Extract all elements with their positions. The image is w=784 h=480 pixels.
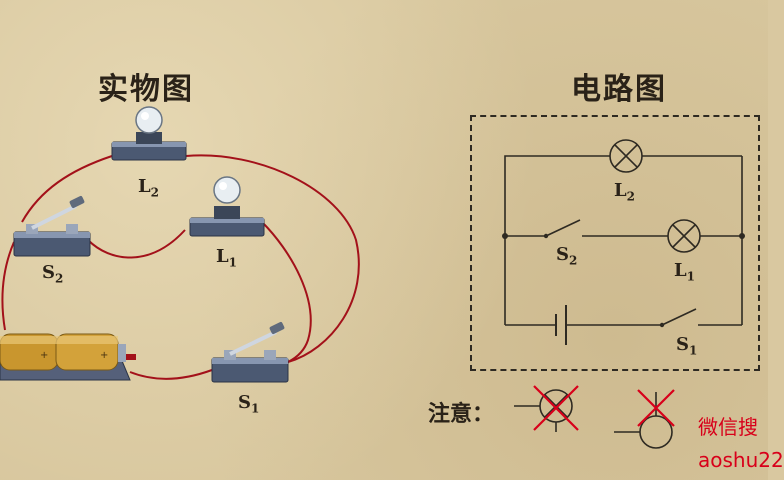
wire-top-branch [504, 155, 610, 236]
switch-s1 [211, 322, 289, 383]
schematic-lamp-l2 [609, 139, 643, 173]
wire-l1-to-s1 [261, 221, 312, 363]
circuit-diagram-title: 电路图 [571, 72, 667, 107]
wire-l2-to-s1 [185, 154, 360, 363]
bulb-l2 [111, 106, 187, 161]
wire-battery-to-s2 [1, 241, 15, 331]
svg-text:+: + [100, 350, 108, 361]
watermark-line-1: 微信搜 [698, 415, 758, 439]
svg-text:+: + [40, 350, 48, 361]
diagram-canvas: + + [0, 106, 745, 449]
bulb-l1 [189, 176, 265, 237]
label-s2-physical: S2 [42, 262, 64, 286]
physical-diagram-title: 实物图 [98, 72, 194, 107]
label-l2-physical: L2 [138, 176, 160, 200]
schematic [504, 139, 743, 345]
switch-s2 [13, 196, 91, 257]
schematic-nodes [502, 233, 745, 328]
wire-s2-to-l1 [87, 229, 186, 259]
incorrect-lamp-symbol-1 [514, 389, 573, 432]
battery-pack: + + [0, 333, 136, 381]
schematic-switch-s1-blade [661, 308, 697, 326]
wire-battery-to-s1 [129, 369, 213, 380]
note-label: 注意： [428, 401, 495, 427]
label-s1-physical: S1 [238, 392, 260, 416]
real-wires [1, 154, 360, 380]
watermark-line-2: aoshu22 [698, 448, 784, 472]
background [0, 0, 768, 480]
schematic-frame [470, 115, 760, 371]
label-l1-schematic: L1 [674, 260, 696, 284]
label-s1-schematic: S1 [676, 334, 698, 358]
warning-cross-2 [637, 389, 675, 427]
schematic-switch-s2-blade [545, 219, 581, 237]
label-l2-schematic: L2 [614, 180, 636, 204]
label-s2-schematic: S2 [556, 244, 578, 268]
incorrect-lamp-symbol-2 [614, 392, 673, 449]
label-l1-physical: L1 [216, 246, 238, 270]
warning-cross-1 [533, 385, 579, 431]
wire-l2-to-s2 [21, 155, 113, 223]
